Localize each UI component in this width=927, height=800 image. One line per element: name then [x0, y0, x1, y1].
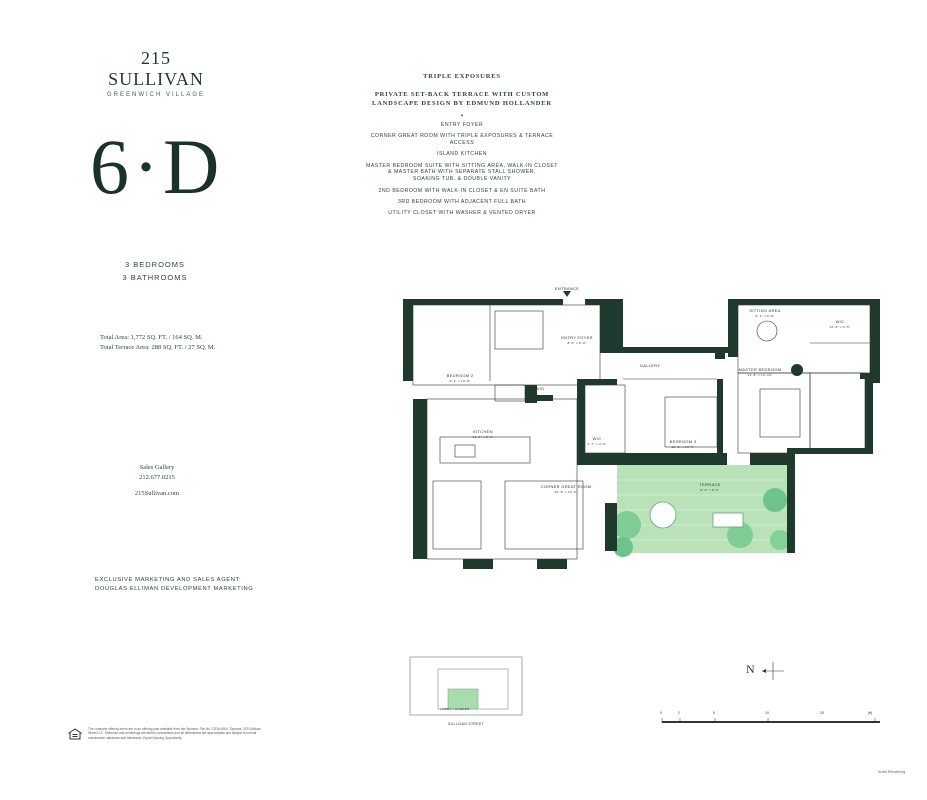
keyplan-street: SULLIVAN STREET	[448, 722, 485, 726]
feature-bullet: •	[460, 112, 464, 120]
unit-summary: 3 BEDROOMS 3 BATHROOMS	[100, 258, 210, 284]
feature-item: 3RD BEDROOM WITH ADJACENT FULL BATH	[397, 198, 527, 205]
entrance-arrow	[563, 291, 571, 297]
label-great-room-dim: 26'-5" x 16'-6"	[555, 490, 578, 494]
label-gallery: GALLERY	[640, 363, 661, 368]
feature-item: CORNER GREAT ROOM WITH TRIPLE EXPOSURES …	[370, 133, 554, 147]
brand-name: 215 SULLIVAN	[108, 48, 204, 89]
scale-bar-graphic	[661, 718, 880, 723]
compass-icon	[762, 662, 784, 680]
sales-label: Sales Gallery	[139, 464, 175, 471]
label-wic-dim: 4'-7" x 4'-0"	[587, 442, 606, 446]
brand-logo: 215 SULLIVAN GREENWICH VILLAGE	[97, 48, 215, 98]
label-bedroom-3-dim: 12'-0" x 10'-3"	[672, 445, 695, 449]
label-bedroom-3: BEDROOM 3	[670, 439, 697, 444]
label-entrance: ENTRANCE	[555, 286, 579, 291]
label-wd: W/D	[536, 386, 545, 391]
sales-block: Sales Gallery 212.677.0215 215Sullivan.c…	[122, 463, 192, 499]
label-kitchen-dim: 13'-1" x 8'-1"	[473, 435, 494, 439]
label-entry-foyer: ENTRY FOYER	[561, 335, 593, 340]
terrace-area: Total Terrace Area: 288 SQ. FT. / 27 SQ.…	[100, 344, 216, 351]
agent-line1: EXCLUSIVE MARKETING AND SALES AGENT:	[95, 577, 242, 583]
feature-item: ENTRY FOYER	[440, 122, 484, 128]
scale-tick: 5	[713, 711, 715, 715]
plan-interior-lines	[412, 304, 871, 560]
agent-block: EXCLUSIVE MARKETING AND SALES AGENT: DOU…	[95, 576, 253, 594]
label-great-room: CORNER GREAT ROOM	[541, 484, 592, 489]
label-bedroom-2-dim: 9'-1" x 13'-8"	[450, 379, 471, 383]
column	[791, 364, 803, 376]
label-master-bedroom: MASTER BEDROOM	[739, 367, 782, 372]
bathroom-count: 3 BATHROOMS	[122, 273, 188, 282]
equal-housing-icon	[68, 728, 82, 740]
legal-disclaimer: The complete offering terms are in an of…	[88, 727, 261, 740]
label-terrace: TERRACE	[699, 482, 720, 487]
brand-location: GREENWICH VILLAGE	[106, 92, 205, 98]
unit-number: 6·D	[90, 123, 224, 210]
rendering-credit: Artist Rendering	[878, 770, 906, 774]
label-kitchen: KITCHEN	[473, 429, 493, 434]
total-area: Total Area: 1,772 SQ. FT. / 164 SQ. M.	[100, 334, 203, 341]
feature-heading-2-line2: LANDSCAPE DESIGN BY EDMUND HOLLANDER	[372, 100, 552, 107]
label-bedroom-2: BEDROOM 2	[447, 373, 474, 378]
label-terrace-dim: 8'-0" x 8'-6"	[700, 488, 719, 492]
label-sitting-area: SITTING AREA	[749, 308, 780, 313]
label-master-wic-dim: 10'-8" x 6'-5"	[830, 325, 851, 329]
scale-tick: 20	[820, 711, 824, 715]
bedroom-count: 3 BEDROOMS	[124, 260, 185, 269]
sales-website[interactable]: 215Sullivan.com	[134, 490, 180, 497]
feature-heading-2-line1: PRIVATE SET-BACK TERRACE WITH CUSTOM	[374, 91, 550, 98]
scale-tick: 2	[678, 711, 680, 715]
area-block: Total Area: 1,772 SQ. FT. / 164 SQ. M. T…	[100, 333, 215, 353]
plan-walls	[403, 299, 880, 569]
scale-tick: 10	[765, 711, 769, 715]
north-label: N	[746, 662, 755, 676]
label-wic: W/C	[593, 436, 602, 441]
feature-item: MASTER BEDROOM SUITE WITH SITTING AREA, …	[366, 162, 558, 183]
features-list: TRIPLE EXPOSURES PRIVATE SET-BACK TERRAC…	[362, 72, 562, 221]
floor-plan: ENTRANCE ENTRY FOYER 8'-0" x 8'-0" GALLE…	[403, 286, 880, 569]
keyplan-label: LOBBY / GARDEN	[440, 707, 470, 711]
feature-item: 2ND BEDROOM WITH WALK-IN CLOSET & EN SUI…	[378, 187, 546, 194]
scale-tick: (ft)	[868, 711, 873, 715]
label-master-wic: W/C	[836, 319, 845, 324]
terrace-area-fill	[613, 465, 793, 557]
scale-tick: 0	[660, 711, 663, 715]
key-plan: LOBBY / GARDEN SULLIVAN STREET	[409, 656, 523, 726]
feature-heading-1: TRIPLE EXPOSURES	[423, 73, 501, 80]
north-arrow: N	[742, 660, 786, 684]
label-sitting-dim: 9'-1" x 6'-8"	[755, 314, 774, 318]
agent-line2: DOUGLAS ELLIMAN DEVELOPMENT MARKETING	[95, 586, 254, 592]
feature-heading-2: PRIVATE SET-BACK TERRACE WITH CUSTOM LAN…	[362, 90, 562, 108]
scale-bar: 0 2 5 10 20 (ft)	[660, 711, 882, 725]
feature-item: ISLAND KITCHEN	[437, 151, 487, 158]
label-master-dim: 13'-8" x 13'-10"	[748, 373, 773, 377]
label-entry-foyer-dim: 8'-0" x 8'-0"	[567, 341, 586, 345]
feature-item: UTILITY CLOSET WITH WASHER & VENTED DRYE…	[388, 210, 536, 217]
sales-phone: 212.677.0215	[139, 474, 175, 481]
